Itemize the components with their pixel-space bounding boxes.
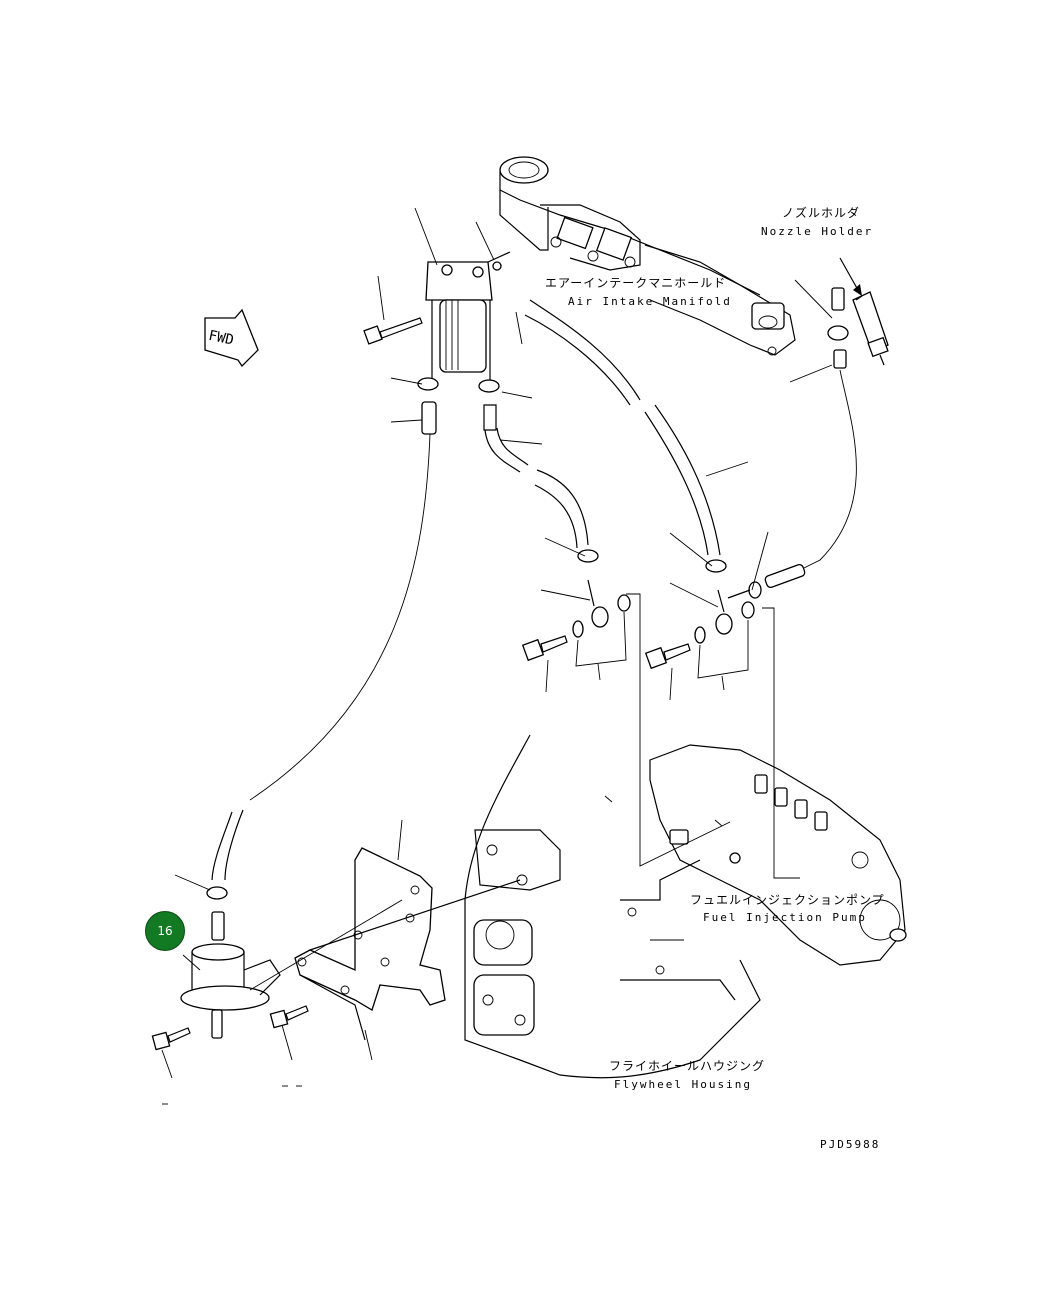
banjo-fittings-right [644, 559, 762, 670]
fuel-strainer [151, 886, 309, 1051]
mounting-bracket [294, 847, 521, 1041]
callout-16[interactable]: 16 [145, 911, 185, 951]
air-intake-manifold-label-en: Air Intake Manifold [568, 295, 732, 308]
flywheel-housing-label-en: Flywheel Housing [614, 1078, 752, 1091]
nozzle-holder-label-jp: ノズルホルダ [782, 206, 861, 220]
fuel-filter [425, 251, 511, 380]
filter-bolt [363, 317, 423, 345]
nozzle-holder [827, 257, 889, 369]
flywheel-housing [464, 734, 761, 1079]
fwd-arrow: FWD [204, 308, 259, 368]
fuel-hoses [211, 299, 857, 881]
fuel-injection-pump-label-en: Fuel Injection Pump [703, 911, 867, 924]
filter-clamps [417, 377, 500, 435]
banjo-fittings-left [521, 549, 631, 662]
flywheel-housing-label-jp: フライホイールハウジング [609, 1059, 766, 1073]
air-intake-manifold [499, 156, 796, 356]
drawing-code: PJD5988 [820, 1138, 881, 1151]
nozzle-holder-label-en: Nozzle Holder [761, 225, 874, 238]
air-intake-manifold-label-jp: エアーインテークマニホールド [545, 276, 727, 290]
leader-lines [161, 207, 833, 1105]
fuel-injection-pump-label-jp: フュエルインジェクションポンプ [690, 893, 885, 907]
fwd-label: FWD [207, 328, 235, 349]
fuel-injection-pump [649, 744, 907, 966]
